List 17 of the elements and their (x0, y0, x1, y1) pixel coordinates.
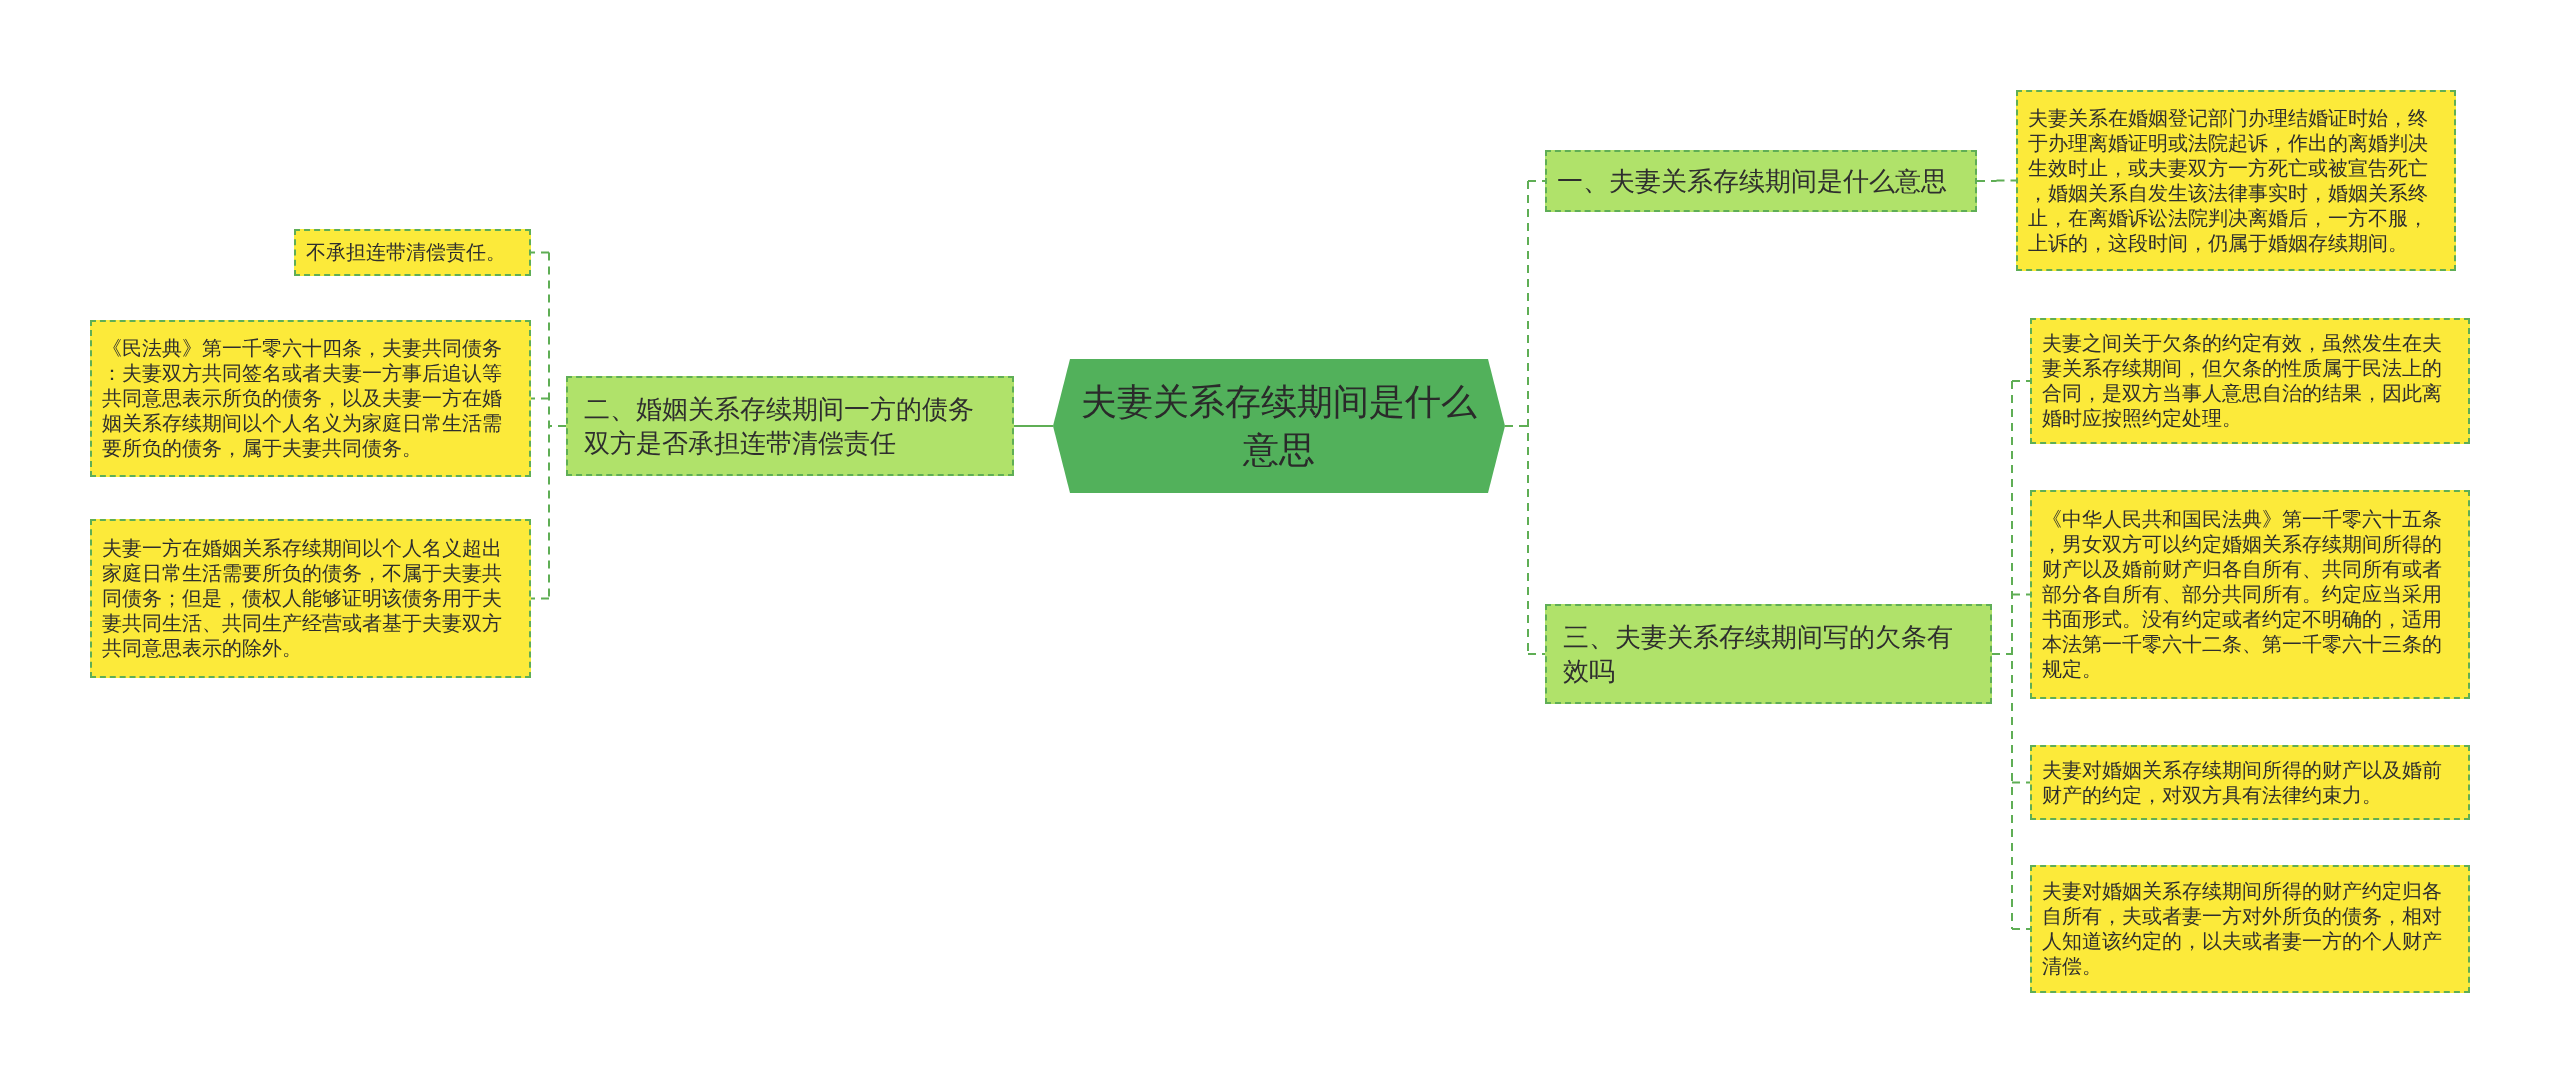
topic-box: 二、婚姻关系存续期间一方的债务双方是否承担连带清偿责任 (566, 376, 1014, 476)
note-box: 夫妻关系在婚姻登记部门办理结婚证时始，终于办理离婚证明或法院起诉，作出的离婚判决生效时止，或夫妻双方一方死亡或被宣告死亡，婚姻关系自发生该法律事实时，婚姻关系终止，在离婚诉讼法院判决离婚后，一方不服，上诉的，这段时间，仍属于婚姻存续期间。 (2016, 90, 2456, 271)
note-box: 夫妻对婚姻关系存续期间所得的财产约定归各自所有，夫或者妻一方对外所负的债务，相对人知道该约定的，以夫或者妻一方的个人财产清偿。 (2030, 865, 2470, 993)
note-box: 《民法典》第一千零六十四条，夫妻共同债务：夫妻双方共同签名或者夫妻一方事后追认等共同意思表示所负的债务，以及夫妻一方在婚姻关系存续期间以个人名义为家庭日常生活需要所负的债务，属于夫妻共同债务。 (90, 320, 531, 477)
topic-box: 一、夫妻关系存续期间是什么意思 (1545, 150, 1977, 212)
note-box: 不承担连带清偿责任。 (294, 229, 531, 276)
connector-line (1504, 180, 1546, 655)
connector-line (530, 251, 567, 600)
topic-hexagon: 夫妻关系存续期间是什么意思 (1053, 359, 1505, 493)
note-box: 《中华人民共和国民法典》第一千零六十五条，男女双方可以约定婚姻关系存续期间所得的财产以及婚前财产归各自所有、共同所有或者部分各自所有、部分共同所有。约定应当采用书面形式。没有约定或者约定不明确的，适用本法第一千零六十二条、第一千零六十三条的规定。 (2030, 490, 2470, 699)
connector-line (1976, 179, 2017, 182)
connector-line (1991, 380, 2031, 930)
note-box: 夫妻对婚姻关系存续期间所得的财产以及婚前财产的约定，对双方具有法律约束力。 (2030, 745, 2470, 820)
topic-box: 三、夫妻关系存续期间写的欠条有效吗 (1545, 604, 1992, 704)
note-box: 夫妻一方在婚姻关系存续期间以个人名义超出家庭日常生活需要所负的债务，不属于夫妻共同债务；但是，债权人能够证明该债务用于夫妻共同生活、共同生产经营或者基于夫妻双方共同意思表示的除外。 (90, 519, 531, 678)
connector-line (1013, 425, 1054, 427)
note-box: 夫妻之间关于欠条的约定有效，虽然发生在夫妻关系存续期间，但欠条的性质属于民法上的合同，是双方当事人意思自治的结果，因此离婚时应按照约定处理。 (2030, 318, 2470, 444)
